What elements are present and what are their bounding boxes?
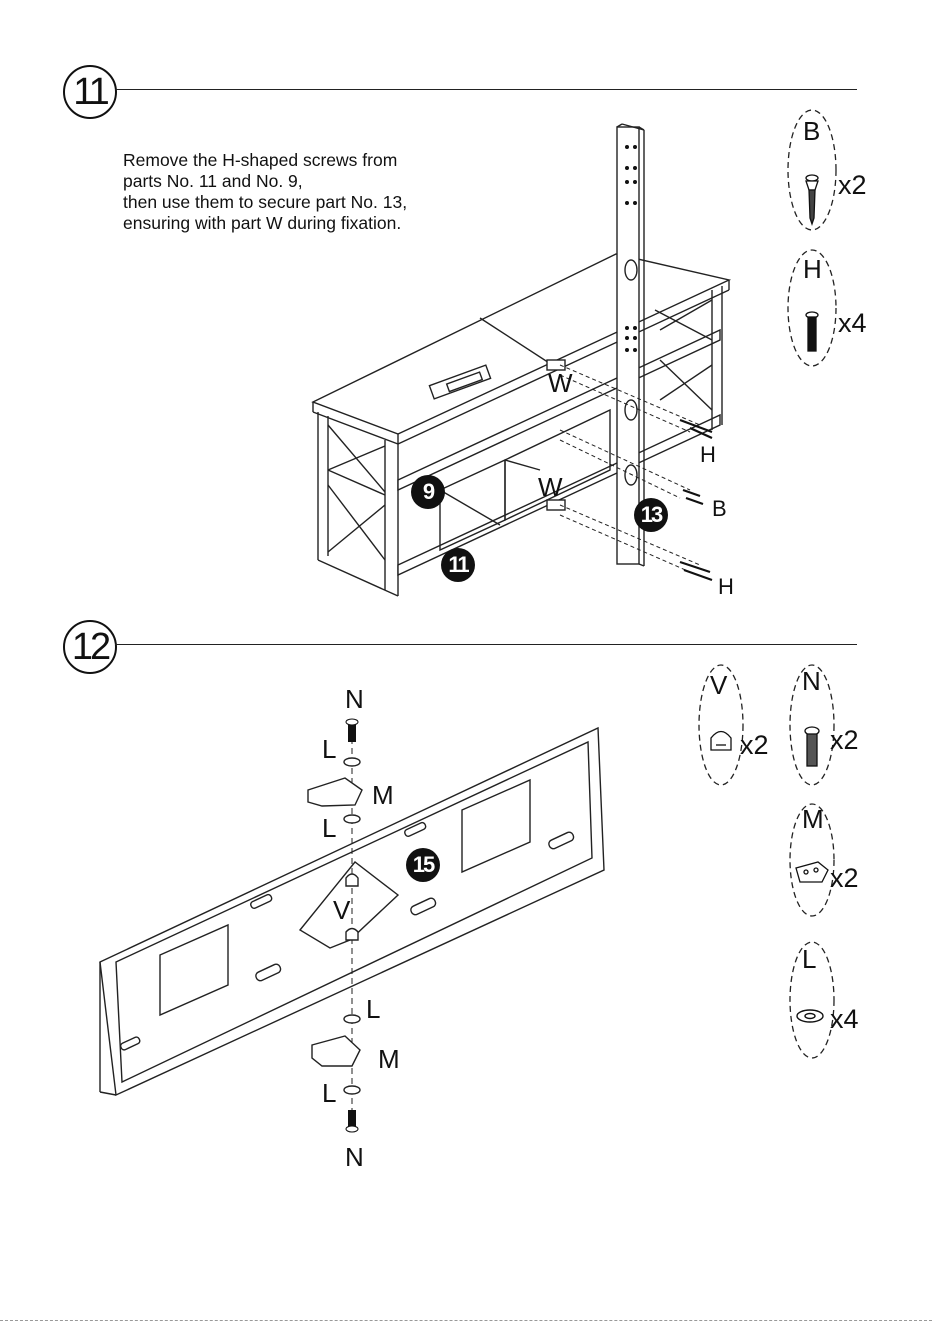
page-bottom-edge xyxy=(0,1320,932,1321)
hardware-l-letter: L xyxy=(802,946,816,972)
callout-m-top: M xyxy=(372,782,394,808)
washer-icon xyxy=(797,1010,823,1022)
callout-l-2: L xyxy=(322,815,336,841)
angle-bracket-icon xyxy=(796,862,828,882)
callout-n-bottom: N xyxy=(345,1144,364,1170)
part-badge-15: 15 xyxy=(406,848,440,882)
callout-v: V xyxy=(333,897,350,923)
hardware-v-letter: V xyxy=(710,672,727,698)
hardware-l-quantity: x4 xyxy=(830,1006,859,1033)
hardware-v-quantity: x2 xyxy=(740,732,769,759)
hardware-n-letter: N xyxy=(802,668,821,694)
hardware-m-letter: M xyxy=(802,806,824,832)
hardware-m-quantity: x2 xyxy=(830,865,859,892)
callout-l-4: L xyxy=(322,1080,336,1106)
callout-n-top: N xyxy=(345,686,364,712)
machine-screw-icon xyxy=(805,727,819,766)
callout-l-3: L xyxy=(366,996,380,1022)
callout-l-1: L xyxy=(322,736,336,762)
cap-nut-icon xyxy=(711,732,731,751)
hardware-n-quantity: x2 xyxy=(830,727,859,754)
callout-m-bottom: M xyxy=(378,1046,400,1072)
